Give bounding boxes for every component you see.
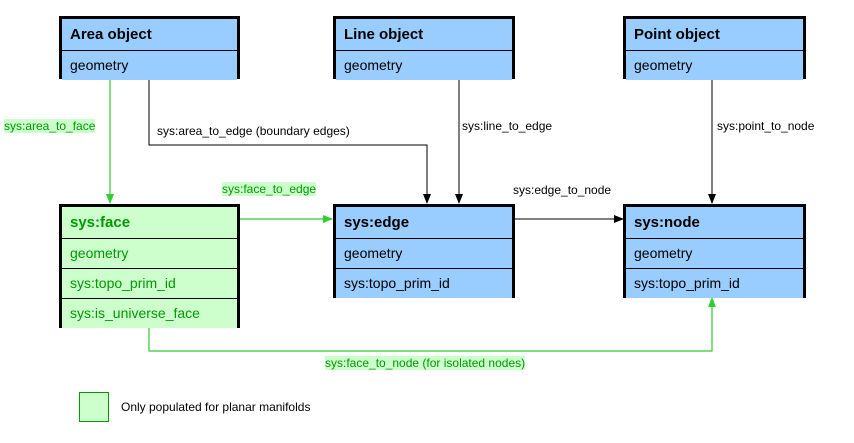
connector-face-to-node: [148, 297, 716, 352]
area-object-box[interactable]: Area object geometry: [59, 16, 240, 80]
label-area-to-face: sys:area_to_face: [4, 119, 96, 133]
box-attribute: geometry: [626, 238, 803, 268]
box-attribute: sys:topo_prim_id: [626, 268, 803, 298]
box-attribute: sys:topo_prim_id: [336, 268, 512, 298]
node-box[interactable]: sys:node geometry sys:topo_prim_id: [623, 204, 806, 298]
point-object-box[interactable]: Point object geometry: [623, 16, 806, 80]
box-attribute: sys:is_universe_face: [62, 298, 237, 328]
label-point-to-node: sys:point_to_node: [717, 119, 815, 133]
box-title: Line object: [336, 19, 512, 50]
label-face-to-node: sys:face_to_node (for isolated nodes): [325, 356, 526, 370]
label-area-to-edge: sys:area_to_edge (boundary edges): [157, 124, 350, 138]
label-line-to-edge: sys:line_to_edge: [462, 119, 553, 133]
box-attribute: geometry: [336, 238, 512, 268]
legend-text: Only populated for planar manifolds: [121, 400, 311, 414]
label-edge-to-node: sys:edge_to_node: [513, 183, 612, 197]
box-attribute: geometry: [336, 50, 512, 80]
legend-swatch: [79, 392, 109, 422]
edge-box[interactable]: sys:edge geometry sys:topo_prim_id: [333, 204, 515, 298]
line-object-box[interactable]: Line object geometry: [333, 16, 515, 80]
connector-area-to-edge: [148, 79, 431, 204]
box-title: sys:edge: [336, 207, 512, 238]
face-box[interactable]: sys:face geometry sys:topo_prim_id sys:i…: [59, 204, 240, 328]
box-title: Area object: [62, 19, 237, 50]
box-attribute: sys:topo_prim_id: [62, 268, 237, 298]
box-title: sys:node: [626, 207, 803, 238]
box-attribute: geometry: [62, 238, 237, 268]
box-title: sys:face: [62, 207, 237, 238]
box-attribute: geometry: [626, 50, 803, 80]
box-title: Point object: [626, 19, 803, 50]
box-attribute: geometry: [62, 50, 237, 80]
label-face-to-edge: sys:face_to_edge: [222, 182, 317, 196]
